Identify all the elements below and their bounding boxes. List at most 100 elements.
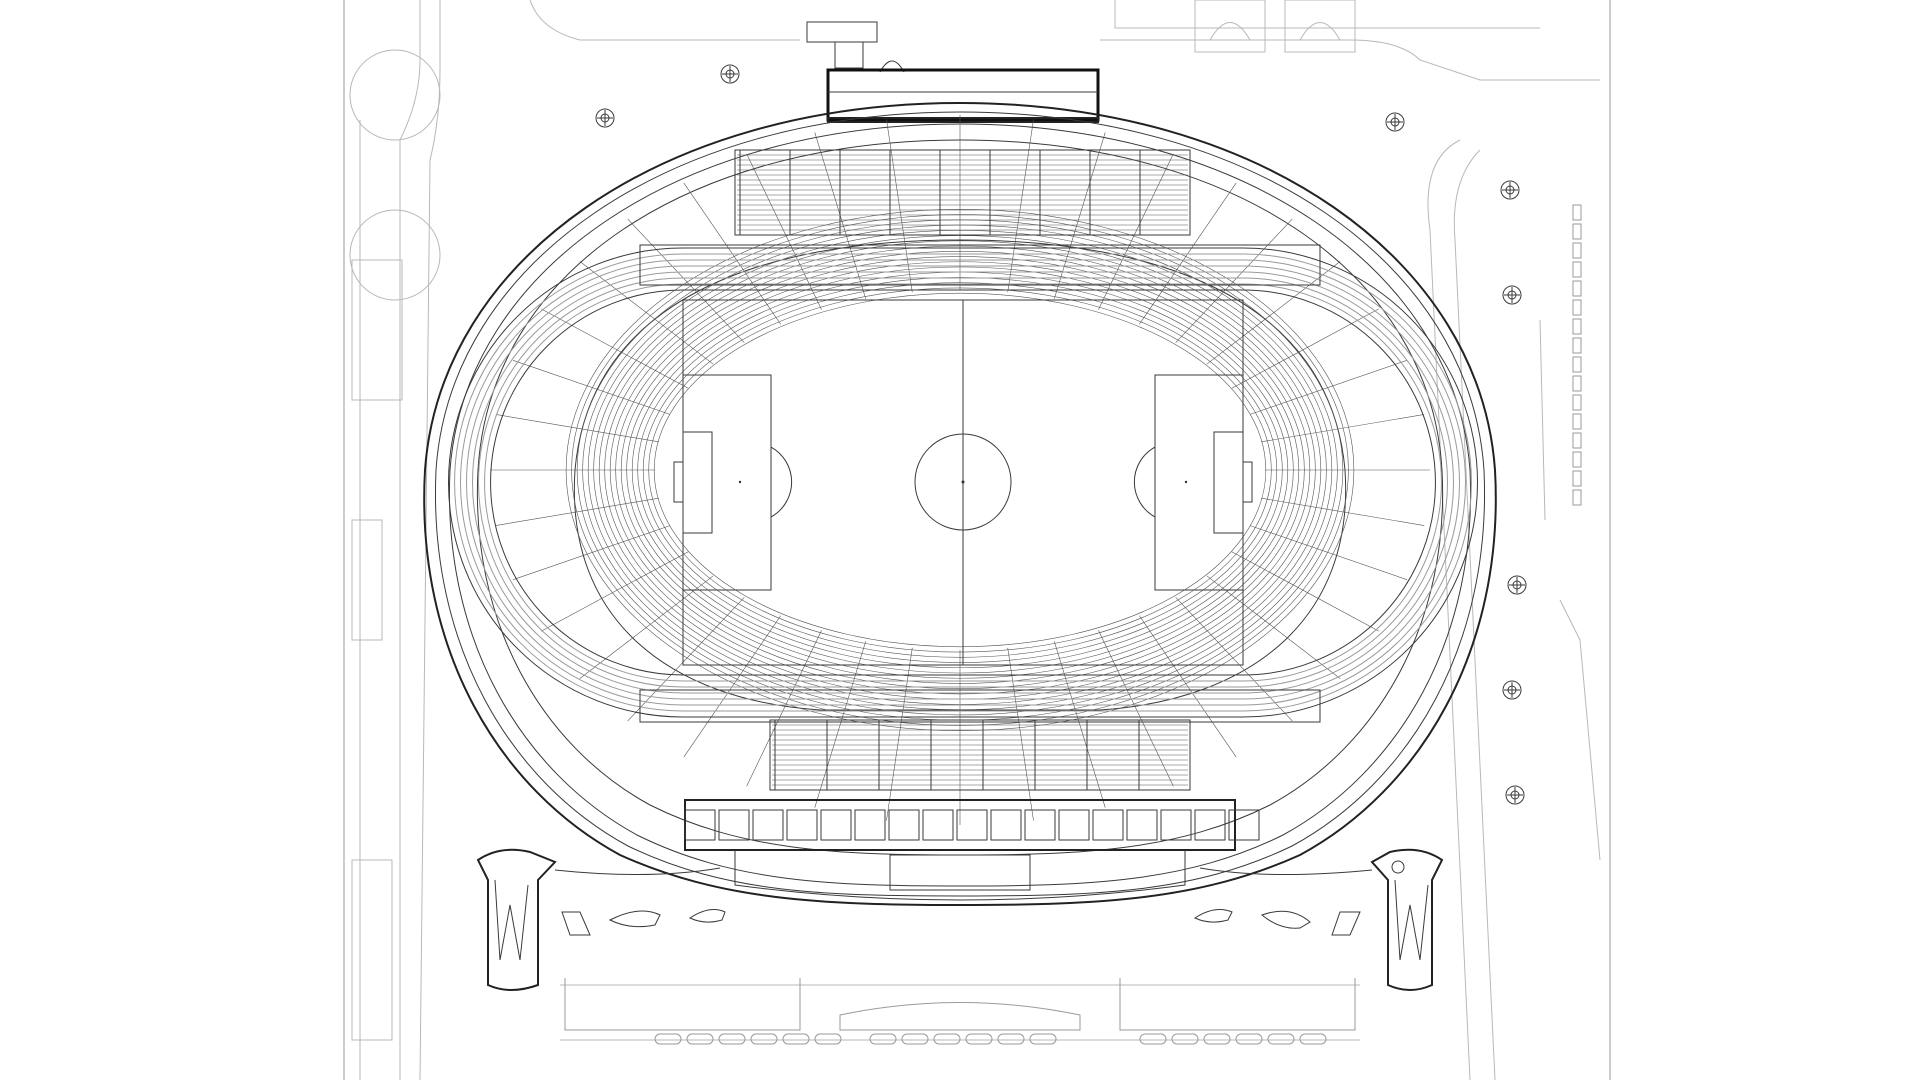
parking-stall	[1572, 299, 1582, 316]
seat-aisle	[1231, 308, 1379, 389]
parking-stall	[1572, 432, 1582, 449]
parking-stall	[1572, 223, 1582, 240]
seat-aisle	[1053, 132, 1106, 299]
main-stand-seats	[737, 150, 1188, 790]
seat-row	[587, 230, 1333, 710]
running-track	[448, 244, 1478, 723]
track-lane	[448, 247, 1478, 718]
room	[786, 809, 818, 841]
track-lane	[472, 271, 1454, 694]
seat-aisle	[1007, 647, 1034, 821]
seat-row	[615, 256, 1305, 684]
seat-aisle	[627, 597, 745, 722]
seat-aisle	[541, 551, 689, 632]
parking-stall	[782, 1033, 810, 1045]
east-parking	[1572, 204, 1582, 506]
parking-stall	[1267, 1033, 1295, 1045]
parking-stall	[1203, 1033, 1231, 1045]
seat-aisle	[541, 308, 689, 389]
seat-aisle	[627, 218, 745, 343]
room	[1024, 809, 1056, 841]
parking-stall	[654, 1033, 682, 1045]
parking-stall	[1572, 413, 1582, 430]
tree-symbol	[1507, 575, 1527, 595]
seat-row	[653, 292, 1267, 648]
parking-stall	[869, 1033, 897, 1045]
seat-row	[626, 266, 1294, 674]
room	[888, 809, 920, 841]
tree-symbol	[1502, 285, 1522, 305]
seat-row	[642, 282, 1278, 658]
room	[752, 809, 784, 841]
room	[1092, 809, 1124, 841]
room	[922, 809, 954, 841]
parking-stall	[901, 1033, 929, 1045]
room	[1058, 809, 1090, 841]
north-building	[806, 21, 1100, 123]
seat-aisle	[1007, 119, 1034, 293]
parking-stall	[1572, 280, 1582, 297]
parking-stall	[1572, 204, 1582, 221]
seat-row	[637, 277, 1283, 663]
seat-aisle	[1175, 597, 1293, 722]
seat-aisle	[886, 119, 913, 293]
football-pitch	[673, 299, 1253, 666]
seat-aisle	[1249, 360, 1408, 415]
room	[1126, 809, 1158, 841]
parking-stall	[1299, 1033, 1327, 1045]
parking-stall	[1572, 375, 1582, 392]
room	[990, 809, 1022, 841]
parking-stall	[718, 1033, 746, 1045]
seat-row	[620, 261, 1300, 679]
plaza-planters	[561, 909, 1361, 936]
parking-stall	[997, 1033, 1025, 1045]
seat-row	[609, 250, 1311, 690]
seat-aisle	[1261, 414, 1425, 443]
surrounding-roads	[349, 0, 1601, 1080]
room	[1194, 809, 1226, 841]
room	[718, 809, 750, 841]
seat-aisle	[512, 360, 671, 415]
parking-stall	[1572, 242, 1582, 259]
tree-symbol	[1385, 112, 1405, 132]
tree-symbol	[1500, 180, 1520, 200]
tree-symbols	[595, 64, 1527, 805]
parking-stall	[1572, 470, 1582, 487]
parking-stall	[1572, 261, 1582, 278]
east-entrance-pavilion	[1199, 848, 1444, 991]
seat-row	[582, 224, 1338, 716]
tree-symbol	[1502, 680, 1522, 700]
seat-row	[593, 235, 1327, 705]
room	[684, 809, 716, 841]
tree-symbol	[720, 64, 740, 84]
site-boundary	[343, 0, 1611, 1080]
parking-stall	[750, 1033, 778, 1045]
parking-stall	[686, 1033, 714, 1045]
track-lane	[478, 277, 1448, 688]
seat-aisle	[1206, 261, 1341, 365]
seat-aisle	[579, 575, 714, 679]
track-lane	[466, 265, 1460, 700]
seat-row	[571, 214, 1349, 726]
parking-stall	[1572, 394, 1582, 411]
parking-stall	[1029, 1033, 1057, 1045]
seat-aisle	[495, 414, 659, 443]
parking-stall	[1139, 1033, 1167, 1045]
seat-aisle	[1139, 615, 1237, 758]
south-building	[684, 799, 1260, 901]
seat-aisle	[1098, 630, 1174, 787]
room	[820, 809, 852, 841]
seat-aisle	[746, 630, 822, 787]
west-entrance-pavilion	[476, 848, 721, 991]
seat-row	[631, 271, 1289, 669]
parking-stall	[1572, 337, 1582, 354]
track-lane	[454, 253, 1472, 712]
seating-tiers	[476, 115, 1444, 856]
room	[1228, 809, 1260, 841]
room	[854, 809, 886, 841]
track-lane	[460, 259, 1466, 706]
parking-stall	[1572, 318, 1582, 335]
track-lane	[490, 289, 1436, 676]
seat-aisles	[490, 115, 1430, 825]
